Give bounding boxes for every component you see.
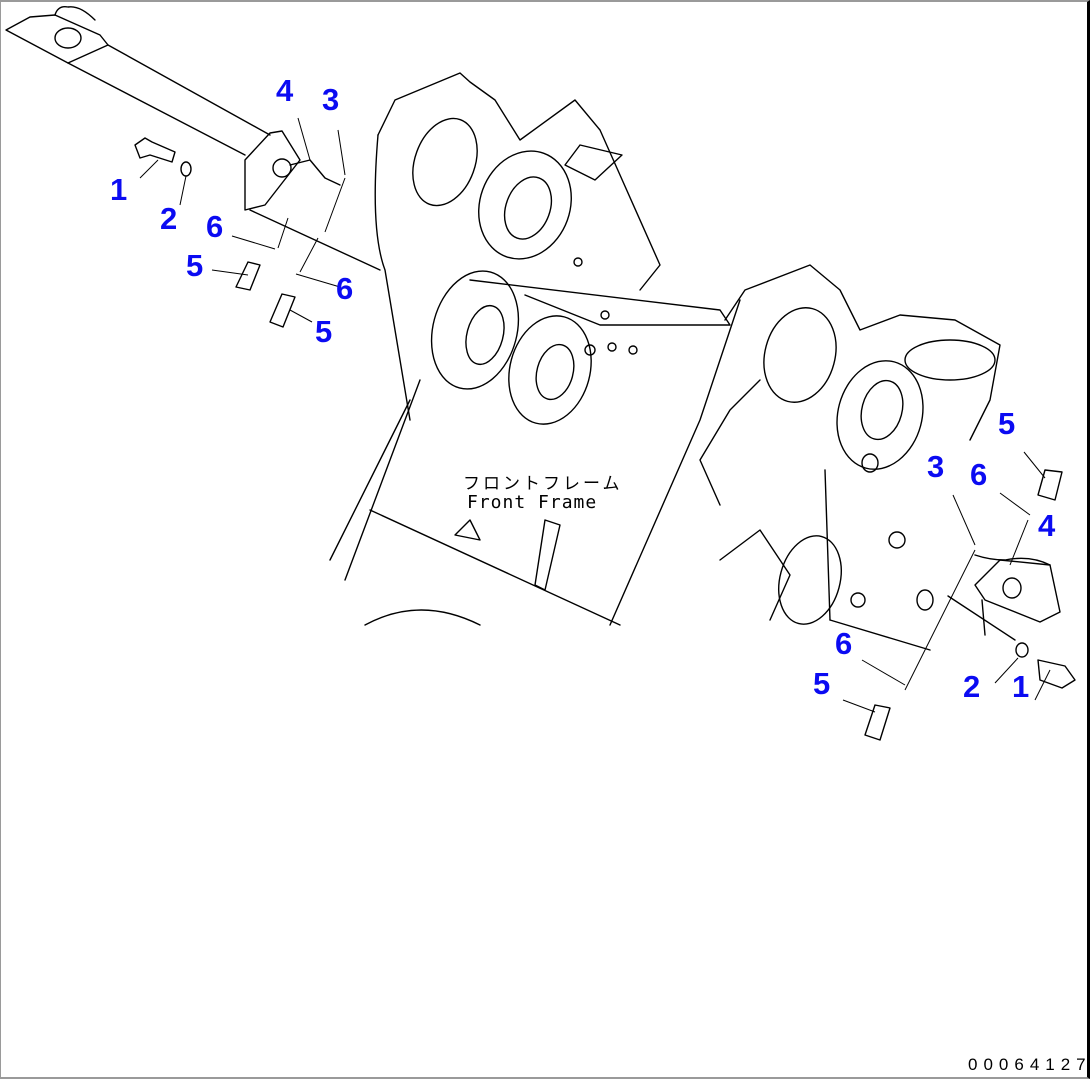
left-top-plate bbox=[5, 14, 109, 64]
right-sensor-cable bbox=[974, 554, 1051, 566]
left-washer-2-icon bbox=[180, 161, 192, 177]
left-callout-5b: 5 bbox=[315, 314, 333, 349]
right-callout-3: 3 bbox=[927, 449, 945, 484]
left-top-cable bbox=[54, 5, 96, 21]
right-bolt-1-icon bbox=[1037, 659, 1076, 689]
left-arm-bottom-edge bbox=[67, 62, 246, 156]
left-callout-1: 1 bbox=[110, 172, 128, 207]
right-bolt-5b-icon bbox=[864, 704, 891, 741]
left-bolt-5a-icon bbox=[235, 261, 261, 291]
left-callout-2: 2 bbox=[160, 201, 178, 236]
left-callout-6b: 6 bbox=[336, 271, 354, 306]
left-callout-6a: 6 bbox=[206, 209, 224, 244]
front-frame-body bbox=[329, 72, 1001, 651]
left-callout-3: 3 bbox=[322, 82, 340, 117]
part-label-japanese: フロントフレーム bbox=[463, 474, 623, 494]
left-mount-plate bbox=[244, 130, 301, 211]
right-callout-5a: 5 bbox=[998, 406, 1016, 441]
right-bolt-5a-icon bbox=[1037, 469, 1063, 501]
left-bolt-5b-icon bbox=[269, 293, 296, 328]
left-harness-line bbox=[249, 209, 381, 271]
left-callout-4: 4 bbox=[276, 73, 294, 108]
left-sensor-body bbox=[272, 158, 292, 178]
right-harness-line bbox=[947, 595, 1016, 641]
right-callout-1: 1 bbox=[1012, 669, 1030, 704]
drawing-reference-number: 00064127 bbox=[968, 1055, 1090, 1074]
part-label-english: Front Frame bbox=[467, 492, 598, 513]
left-top-sensor bbox=[54, 27, 82, 49]
right-bracket-assembly bbox=[842, 451, 1076, 741]
right-mount-tab bbox=[981, 599, 986, 636]
left-bolt-1-icon bbox=[134, 137, 176, 163]
right-callout-2: 2 bbox=[963, 669, 981, 704]
left-callout-5a: 5 bbox=[186, 248, 204, 283]
upper-bracket bbox=[564, 144, 623, 181]
right-sensor-body bbox=[1002, 577, 1022, 599]
left-sensor-cable bbox=[289, 159, 341, 186]
right-callout-6b: 6 bbox=[835, 626, 853, 661]
right-mount-plate bbox=[974, 559, 1061, 623]
left-bracket-assembly bbox=[5, 5, 381, 328]
right-callout-5b: 5 bbox=[813, 666, 831, 701]
right-washer-2-icon bbox=[1015, 642, 1029, 658]
right-callout-6a: 6 bbox=[970, 457, 988, 492]
left-arm-top-edge bbox=[107, 44, 271, 136]
right-callout-4: 4 bbox=[1038, 508, 1056, 543]
